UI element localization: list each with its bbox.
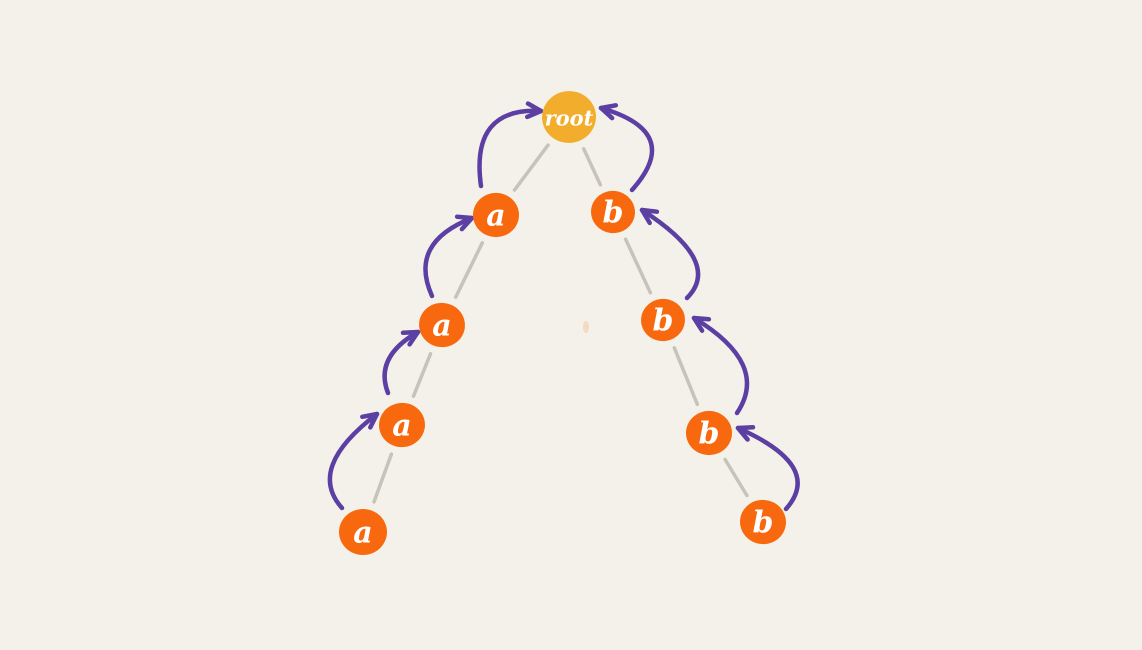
arrow-a2-to-a1: [423, 214, 475, 299]
node-label: root: [545, 106, 594, 131]
arrow-shaft: [477, 108, 544, 189]
edge-root-b1: [581, 147, 603, 187]
arrow-shaft: [423, 215, 475, 299]
smudge: [583, 321, 589, 333]
node-circle: [591, 190, 635, 234]
node-root: root: [542, 91, 596, 143]
node-b3: b: [686, 410, 732, 456]
arrowhead: [735, 425, 756, 442]
nodes-layer: root a a a a b b b b: [339, 91, 786, 555]
node-label: a: [432, 309, 451, 344]
arrow-a1-to-root: [477, 101, 544, 189]
edge-root-a1: [512, 143, 550, 192]
node-circle: [686, 410, 732, 456]
node-label: b: [753, 506, 774, 541]
arrowhead: [691, 315, 712, 333]
node-label: b: [699, 417, 720, 452]
edge-b3-b4: [723, 457, 749, 498]
node-a2: a: [419, 302, 465, 348]
node-circle: [339, 509, 387, 555]
arrowhead: [454, 214, 475, 232]
arrow-b3-to-b2: [691, 315, 750, 416]
node-label: b: [653, 304, 674, 339]
node-circle: [419, 302, 465, 348]
arrow-b1-to-root: [598, 103, 655, 193]
node-label: a: [353, 516, 372, 551]
arrowhead: [360, 411, 380, 430]
arrowhead: [400, 329, 421, 347]
arrow-a3-to-a2: [382, 329, 421, 396]
node-circle: [473, 192, 519, 238]
arrow-shaft: [382, 329, 421, 396]
arrowhead: [524, 101, 544, 120]
edge-a2-a3: [411, 352, 433, 398]
arrowhead: [639, 207, 660, 226]
node-a1: a: [473, 192, 519, 238]
arrows-layer: [327, 101, 800, 512]
edges-layer: [372, 143, 749, 504]
arrow-shaft: [691, 315, 750, 416]
arrow-b2-to-b1: [639, 207, 701, 301]
arrow-shaft: [598, 105, 655, 193]
edge-b1-b2: [623, 237, 653, 295]
arrow-a4-to-a3: [327, 411, 380, 511]
arrow-shaft: [327, 411, 380, 511]
edge-a3-a4: [372, 452, 394, 504]
node-label: b: [603, 196, 624, 231]
node-circle: [542, 91, 596, 143]
node-label: a: [392, 409, 411, 444]
arrow-b4-to-b3: [735, 425, 800, 512]
arrow-shaft: [639, 207, 701, 301]
node-circle: [740, 499, 786, 545]
edge-a1-a2: [453, 241, 485, 299]
node-circle: [379, 402, 425, 448]
node-circle: [641, 298, 685, 342]
node-a4: a: [339, 509, 387, 555]
node-b1: b: [591, 190, 635, 234]
node-b2: b: [641, 298, 685, 342]
node-label: a: [486, 199, 505, 234]
node-a3: a: [379, 402, 425, 448]
edge-b2-b3: [672, 346, 700, 407]
arrowhead: [598, 103, 619, 121]
arrow-shaft: [735, 425, 800, 512]
node-b4: b: [740, 499, 786, 545]
